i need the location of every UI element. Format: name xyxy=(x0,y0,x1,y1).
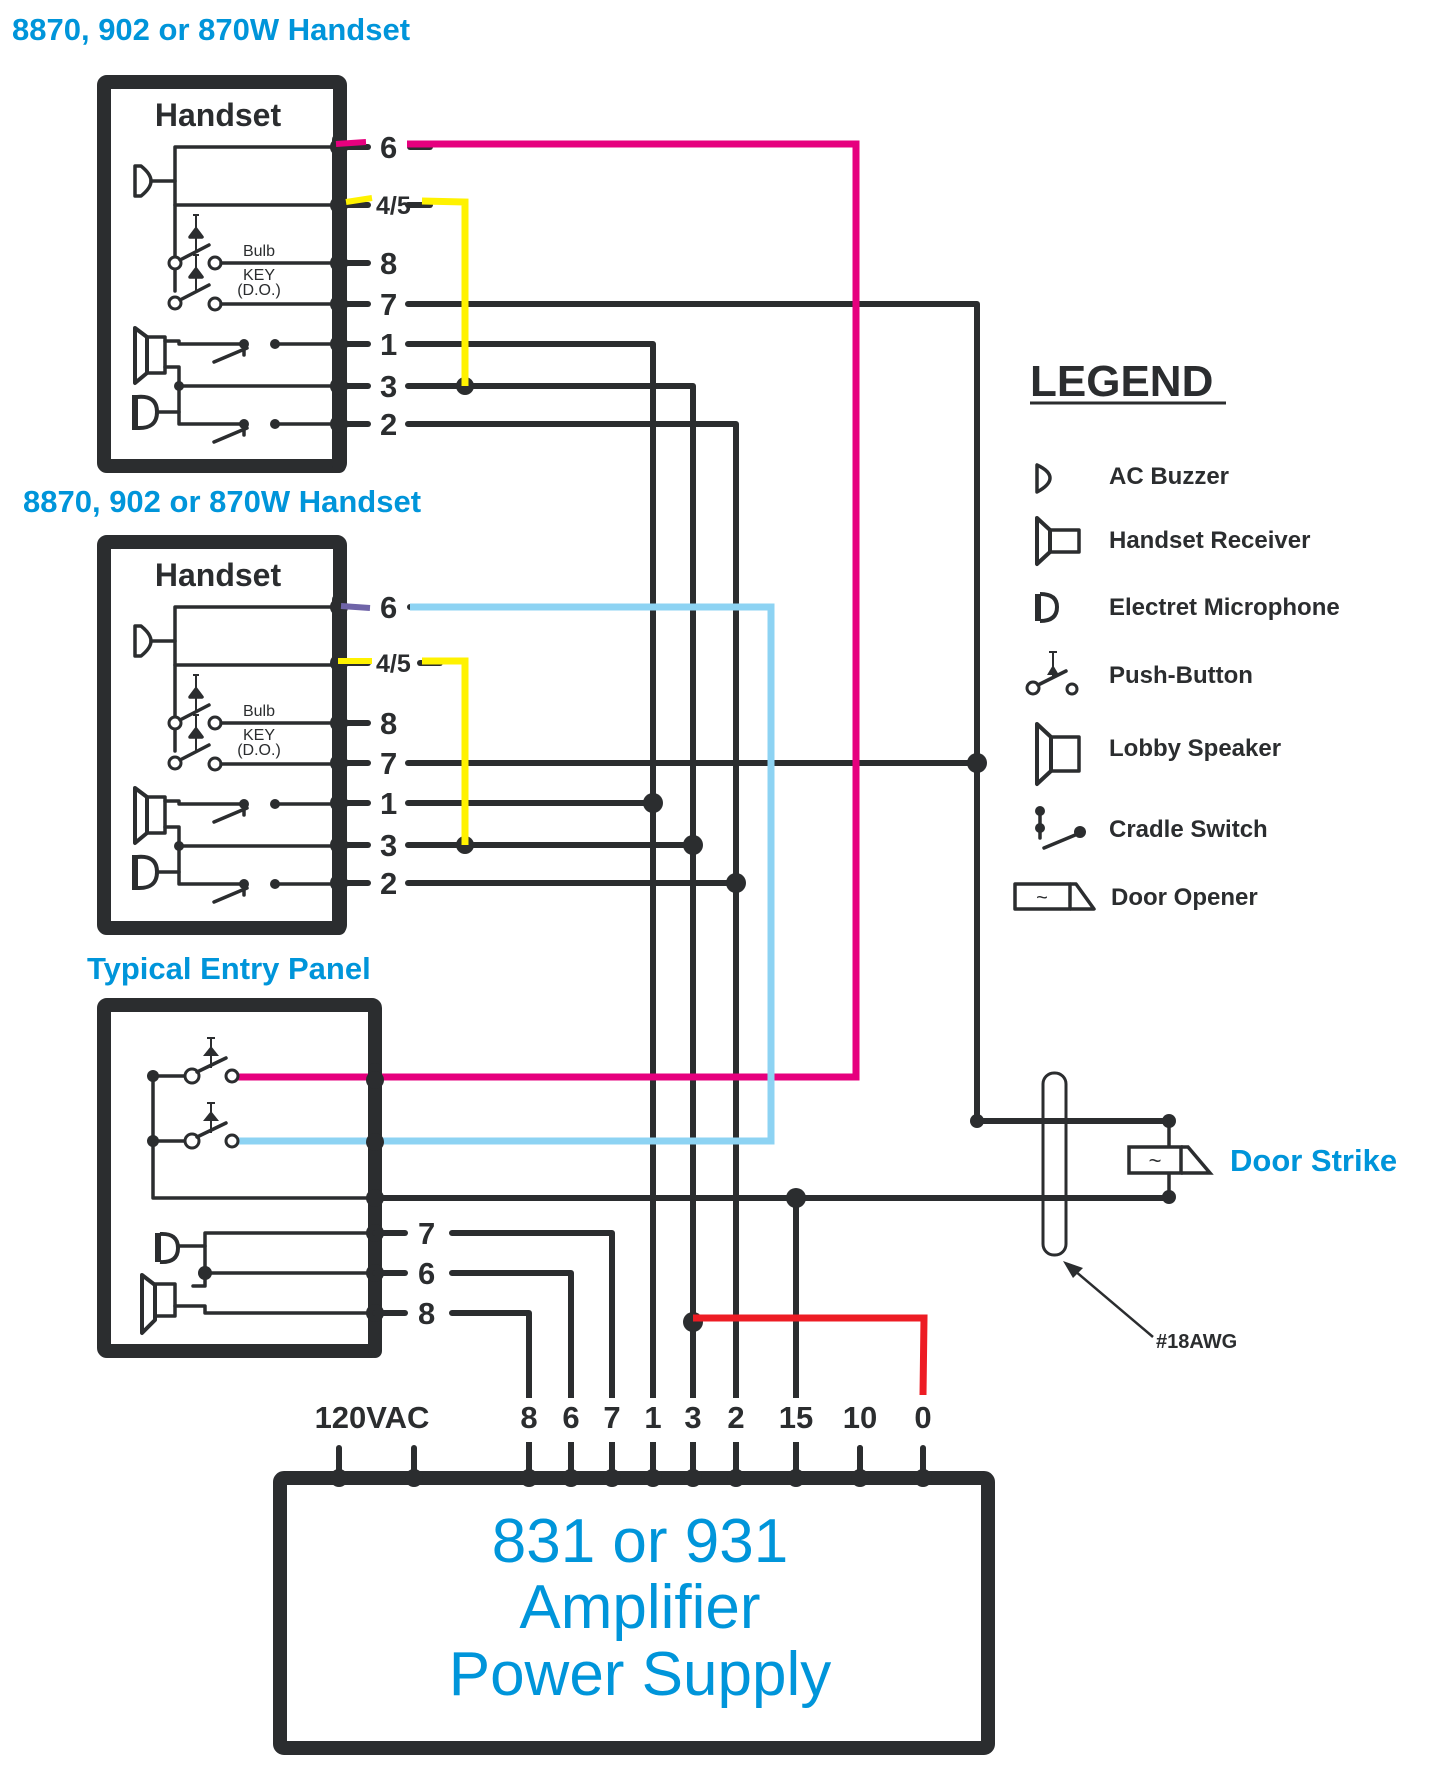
handset1-pin-7: 7 xyxy=(380,287,397,322)
ps-terminals xyxy=(330,1445,932,1487)
svg-text:~: ~ xyxy=(1036,887,1048,909)
handset2-do-label: (D.O.) xyxy=(237,742,281,759)
red-jumper-wire xyxy=(693,1314,928,1396)
entry-panel-title: Typical Entry Panel xyxy=(87,951,371,986)
handset1-title: 8870, 902 or 870W Handset xyxy=(12,12,410,47)
entry-pin-7: 7 xyxy=(418,1216,435,1251)
handset2-label: Handset xyxy=(155,557,282,593)
awg-arrow xyxy=(1067,1264,1154,1338)
handset2-pin-7: 7 xyxy=(380,746,397,781)
ps-terminal-10: 10 xyxy=(843,1400,877,1435)
handset1-pin-6: 6 xyxy=(380,130,397,165)
handset-receiver-icon xyxy=(1035,516,1081,566)
legend-item-push-button: Push-Button xyxy=(1025,651,1253,696)
legend-label: Lobby Speaker xyxy=(1109,735,1281,762)
handset1-pin-1: 1 xyxy=(380,327,397,362)
cradle-switch-icon xyxy=(1035,806,1086,850)
door-strike: ~ Door Strike #18AWG xyxy=(857,1071,1397,1353)
ps-title-line2: Amplifier xyxy=(519,1573,760,1642)
magenta-wire xyxy=(235,140,860,1081)
yellow-wire-handset1 xyxy=(421,197,469,386)
ps-terminal-0: 0 xyxy=(914,1400,931,1435)
handset1-pin-8: 8 xyxy=(380,246,397,281)
door-opener-icon: ~ xyxy=(1013,882,1096,911)
ac-label: 120VAC xyxy=(315,1400,430,1435)
legend-label: Cradle Switch xyxy=(1109,816,1268,843)
legend-item-handset-receiver: Handset Receiver xyxy=(1035,516,1310,566)
legend-label: Door Opener xyxy=(1111,884,1258,911)
push-button-icon xyxy=(1025,651,1079,696)
ps-terminal-8: 8 xyxy=(520,1400,537,1435)
legend-item-ac-buzzer: AC Buzzer xyxy=(1035,463,1229,494)
handset2-pin-2: 2 xyxy=(380,866,397,901)
power-supply-box: 120VAC 8 6 7 1 3 2 15 10 0 831 or 931 Am… xyxy=(273,1398,995,1755)
legend-item-lobby-speaker: Lobby Speaker xyxy=(1035,722,1281,786)
ac-buzzer-icon xyxy=(1035,463,1052,494)
handset1-pin45-yellow-stub xyxy=(345,195,373,205)
handset1-pin-3: 3 xyxy=(380,369,397,404)
ps-terminal-1: 1 xyxy=(644,1400,661,1435)
handset2-bulb-label: Bulb xyxy=(243,703,275,720)
handset2-pin-6: 6 xyxy=(380,590,397,625)
handset2-pin-8: 8 xyxy=(380,706,397,741)
entry-pin-8: 8 xyxy=(418,1296,435,1331)
ps-terminal-7: 7 xyxy=(603,1400,620,1435)
handset2-pin-1: 1 xyxy=(380,786,397,821)
svg-text:~: ~ xyxy=(1149,1148,1162,1173)
wire-junctions xyxy=(456,377,1176,1332)
yellow-wire-handset2 xyxy=(422,657,469,845)
handset1-box: Handset Bulb KEY (D.O.) 6 4/5 8 7 1 3 2 xyxy=(97,75,411,473)
electret-microphone-icon xyxy=(1035,592,1059,623)
wire-bundle-oval xyxy=(1041,1071,1068,1257)
ps-terminal-2: 2 xyxy=(727,1400,744,1435)
door-strike-icon xyxy=(1127,1145,1183,1175)
handset2-key-label: KEY xyxy=(243,727,275,744)
lobby-speaker-icon xyxy=(1035,722,1081,786)
legend-label: Push-Button xyxy=(1109,662,1253,689)
legend-item-electret-microphone: Electret Microphone xyxy=(1035,592,1340,623)
ps-terminal-6: 6 xyxy=(562,1400,579,1435)
ps-title-line3: Power Supply xyxy=(449,1640,832,1709)
legend-label: AC Buzzer xyxy=(1109,463,1229,490)
ps-title-line1: 831 or 931 xyxy=(492,1507,788,1576)
light-blue-wire xyxy=(232,603,775,1145)
legend-label: Electret Microphone xyxy=(1109,594,1340,621)
entry-panel-box: 7 6 8 xyxy=(97,998,435,1358)
handset1-label: Handset xyxy=(155,97,282,133)
handset2-pin6-purple-stub xyxy=(340,603,371,611)
door-strike-label: Door Strike xyxy=(1230,1143,1397,1178)
legend-title: LEGEND xyxy=(1030,357,1213,406)
awg-label: #18AWG xyxy=(1156,1331,1237,1353)
black-wires xyxy=(372,144,1172,1473)
handset1-key-label: KEY xyxy=(243,267,275,284)
handset2-pin-3: 3 xyxy=(380,828,397,863)
handset1-pin-45: 4/5 xyxy=(376,192,411,220)
handset1-bulb-label: Bulb xyxy=(243,243,275,260)
handset2-title: 8870, 902 or 870W Handset xyxy=(23,484,421,519)
legend-label: Handset Receiver xyxy=(1109,527,1310,554)
ps-terminal-15: 15 xyxy=(779,1400,813,1435)
handset2-box: Handset Bulb KEY (D.O.) 6 4/5 8 7 1 3 2 xyxy=(97,535,411,935)
handset1-pin-2: 2 xyxy=(380,407,397,442)
handset2-pin-45: 4/5 xyxy=(376,650,411,678)
handset1-pin6-magenta-stub xyxy=(335,139,367,147)
ps-terminal-3: 3 xyxy=(684,1400,701,1435)
handset1-do-label: (D.O.) xyxy=(237,282,281,299)
legend-item-door-opener: ~ Door Opener xyxy=(1013,882,1258,911)
legend-item-cradle-switch: Cradle Switch xyxy=(1035,806,1268,850)
entry-pin-6: 6 xyxy=(418,1256,435,1291)
legend: LEGEND AC Buzzer Handset Receiver Electr… xyxy=(1013,357,1340,911)
